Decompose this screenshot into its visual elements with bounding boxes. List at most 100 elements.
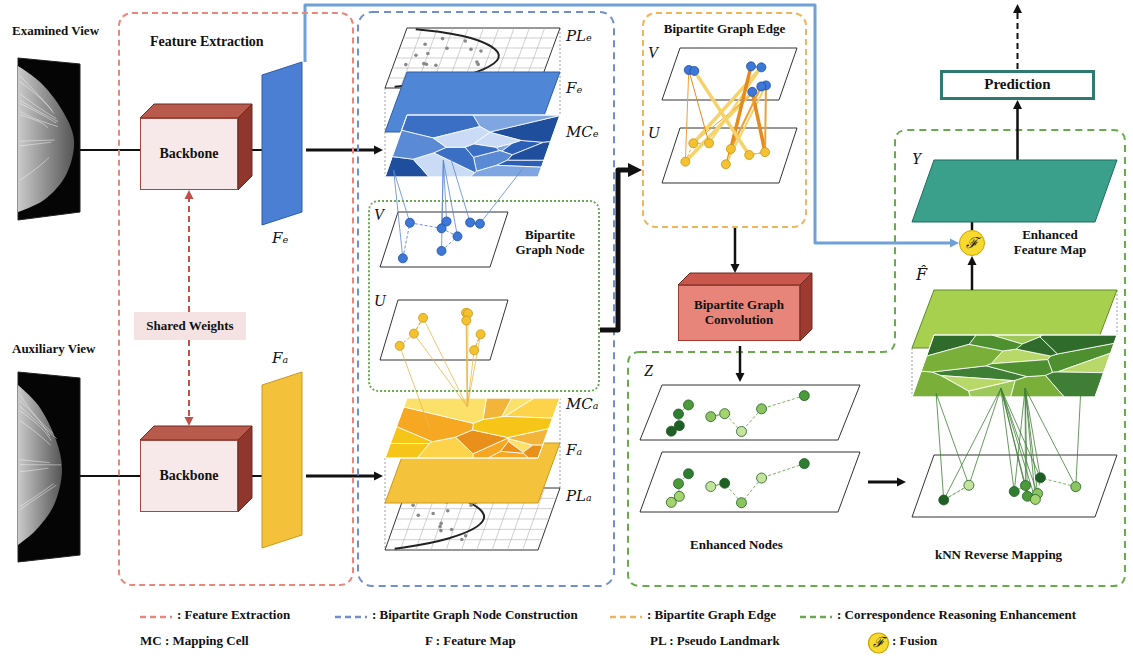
flow-line xyxy=(80,149,140,151)
flow-arrow-line xyxy=(868,481,897,484)
output-feature-plane xyxy=(912,160,1117,222)
skip-connection xyxy=(305,5,959,248)
legend-text: : Correspondence Reasoning Enhancement xyxy=(837,608,1076,623)
feature-extraction-region: Feature ExtractionBackboneShared Weights… xyxy=(118,12,354,586)
flow-arrow-line xyxy=(739,346,742,373)
label-text: Enhanced Nodes xyxy=(690,538,783,553)
pseudo-landmark xyxy=(434,63,438,67)
graph-node xyxy=(683,400,693,410)
knn-link xyxy=(1001,388,1040,477)
pseudo-landmark xyxy=(438,525,442,529)
pseudo-landmark xyxy=(431,512,435,516)
block-top-face xyxy=(140,104,252,118)
flow-line xyxy=(80,475,140,477)
connector xyxy=(731,228,740,273)
graph-node xyxy=(721,160,730,169)
block-top-face xyxy=(140,426,252,440)
tissue-streak xyxy=(20,142,51,146)
label-text: PLₑ xyxy=(566,28,592,45)
node-plane xyxy=(662,48,797,100)
graph-node xyxy=(761,148,770,157)
knn-link xyxy=(1001,388,1035,499)
node-text: Bipartite Graph Edge xyxy=(664,22,785,37)
block-top-face xyxy=(678,273,812,285)
mapping-cell xyxy=(433,127,490,148)
label-text: F : Feature Map xyxy=(425,634,516,649)
arrow-head xyxy=(1013,4,1022,13)
mapping-cell xyxy=(483,398,512,420)
graph-node xyxy=(1030,494,1040,504)
pseudo-landmark xyxy=(446,509,450,513)
pseudo-landmark xyxy=(423,42,427,46)
graph-edge xyxy=(762,396,805,409)
label-text: ℱ xyxy=(868,634,889,650)
graph-node xyxy=(746,62,755,71)
graph-node xyxy=(442,217,451,226)
pseudo-landmark xyxy=(414,53,418,57)
tissue-streak xyxy=(20,158,49,181)
connector-line xyxy=(188,340,190,417)
mapping-cell xyxy=(969,335,1022,351)
grid-line xyxy=(396,58,549,59)
mapping-cell xyxy=(941,376,1013,391)
pseudo-landmark xyxy=(439,529,443,533)
pseudo-landmark xyxy=(463,39,467,43)
label-text: Fₑ xyxy=(272,230,288,247)
plane-outline xyxy=(385,115,560,177)
pseudo-landmark xyxy=(445,47,449,51)
tissue-streak xyxy=(20,485,56,510)
graph-node xyxy=(1035,473,1045,483)
node-plane xyxy=(380,300,508,360)
pseudo-landmark xyxy=(479,49,483,53)
graph-node xyxy=(799,391,809,401)
graph-node xyxy=(690,66,699,75)
graph-node xyxy=(720,409,730,419)
node-text: Backbone xyxy=(159,146,218,162)
arrow-head xyxy=(185,190,194,199)
block-side-face xyxy=(800,273,812,341)
breast-tissue xyxy=(18,385,62,545)
label-text: Fₐ xyxy=(272,350,288,367)
feature-map-auxiliary xyxy=(262,372,302,548)
connector xyxy=(185,190,194,312)
graph-node xyxy=(720,478,730,488)
graph-node xyxy=(673,409,683,419)
graph-node xyxy=(964,480,974,490)
label-text: Fₑ xyxy=(566,80,582,97)
graph-node xyxy=(757,63,766,72)
node-text: Backbone xyxy=(159,468,218,484)
pseudo-landmark xyxy=(450,528,454,532)
mapping-cell xyxy=(470,165,541,177)
arrow-head xyxy=(628,163,642,177)
node-text: Feature Extraction xyxy=(150,34,264,50)
pseudo-landmark xyxy=(439,522,443,526)
flow-arrow xyxy=(306,146,383,155)
graph-node xyxy=(689,139,698,148)
label-text: Y xyxy=(912,150,921,168)
knn-link xyxy=(1001,388,1027,496)
knn-link xyxy=(1025,388,1076,487)
block-side-face xyxy=(238,426,252,512)
graph-node xyxy=(673,479,683,489)
backbone-block: Backbone xyxy=(140,440,238,512)
graph-node xyxy=(705,139,714,148)
bipartite-edge xyxy=(694,71,749,155)
mammogram-frame xyxy=(18,58,80,220)
mapping-cell xyxy=(501,441,524,453)
pseudo-landmark xyxy=(426,52,430,56)
graph-node xyxy=(757,404,767,414)
pseudo-landmark xyxy=(460,538,464,542)
mapping-link xyxy=(466,320,467,406)
tissue-streak xyxy=(20,421,50,445)
knn-link xyxy=(1025,388,1040,478)
stack-guide xyxy=(385,458,386,550)
tissue-streak xyxy=(20,484,54,507)
tissue-streak xyxy=(20,140,55,141)
graph-node xyxy=(674,421,684,431)
mapping-link xyxy=(467,350,474,406)
bipartite-edge xyxy=(731,66,751,149)
mapping-cell xyxy=(1011,375,1064,397)
tissue-streak xyxy=(20,464,61,465)
flow-arrow xyxy=(306,472,383,481)
knn-link xyxy=(936,393,969,485)
